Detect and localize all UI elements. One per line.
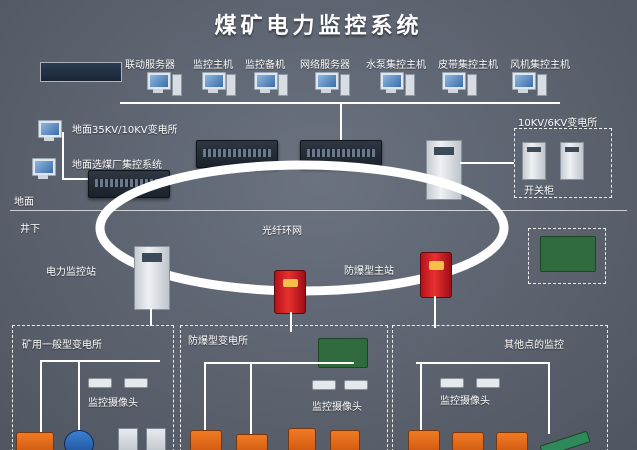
orange-equipment: [496, 432, 528, 450]
label-general-substation: 矿用一般型变电所: [22, 340, 102, 351]
monitor-backup-tower: [278, 74, 288, 96]
fan-host-pc: [510, 72, 536, 94]
orange-equipment: [190, 430, 222, 450]
label-linkage-server: 联动服务器: [125, 60, 175, 71]
power-station-cabinet: [134, 246, 170, 310]
linkage-server-tower: [172, 74, 182, 96]
drop-line-general-left: [40, 360, 42, 432]
orange-equipment: [236, 434, 268, 450]
explosion-box-center: [274, 270, 306, 314]
pump-host-pc: [378, 72, 404, 94]
general-substation-frame: [12, 325, 174, 450]
label-switch-cabinet: 开关柜: [524, 186, 554, 197]
drop-line-other-left: [420, 362, 422, 430]
label-network-server: 网络服务器: [300, 60, 350, 71]
switch-cabinet-1: [522, 142, 546, 180]
drop-line-other-right: [548, 362, 550, 434]
label-fan-host: 风机集控主机: [510, 60, 570, 71]
pump-host-tower: [405, 74, 415, 96]
camera-icon: [312, 380, 336, 390]
label-substation-10kv: 10KV/6KV变电所: [518, 118, 598, 129]
video-wall: [40, 62, 122, 82]
camera-icon: [476, 378, 500, 388]
label-monitor-backup: 监控备机: [245, 60, 285, 71]
surface-substation-pc: [36, 120, 62, 142]
label-fiber-ring: 光纤环网: [262, 226, 302, 237]
ground-divider: [10, 210, 627, 211]
branch-line-explosion: [204, 362, 354, 364]
explosion-box-main: [420, 252, 452, 298]
motor-equipment: [64, 430, 94, 450]
branch-line-general: [40, 360, 160, 362]
label-camera-3: 监控摄像头: [440, 396, 490, 407]
network-server-tower: [340, 74, 350, 96]
coal-prep-pc: [30, 158, 56, 180]
fan-host-tower: [537, 74, 547, 96]
drop-line-general-right: [78, 360, 80, 430]
grey-switchbox: [118, 428, 138, 450]
board-frame: [528, 228, 606, 284]
label-other-points: 其他点的监控: [504, 340, 564, 351]
circuit-board: [540, 236, 596, 272]
orange-equipment: [452, 432, 484, 450]
other-points-frame: [392, 325, 608, 450]
right-link: [460, 162, 514, 164]
drop-line-power: [150, 308, 152, 326]
diagram-title: 煤矿电力监控系统: [214, 14, 423, 39]
grey-switchbox: [146, 428, 166, 450]
orange-equipment: [16, 432, 54, 450]
monitor-host-tower: [226, 74, 236, 96]
drop-line-explosion-left: [204, 362, 206, 430]
drop-line-explosion-mid: [250, 362, 252, 434]
camera-icon: [344, 380, 368, 390]
left-link-1: [62, 132, 64, 180]
camera-icon: [124, 378, 148, 388]
explosion-substation-frame: [180, 325, 388, 450]
network-server-pc: [313, 72, 339, 94]
top-bus-drop: [340, 102, 342, 146]
switch-cabinet-frame: [514, 128, 612, 198]
switch-cabinet-2: [560, 142, 584, 180]
monitor-backup-pc: [252, 72, 278, 94]
label-explosion-substation: 防爆型变电所: [188, 336, 248, 347]
orange-equipment: [288, 428, 316, 450]
label-coal-prep: 地面选煤厂集控系统: [72, 160, 162, 171]
label-ground: 地面: [14, 197, 34, 208]
label-explosion-station: 防爆型主站: [344, 266, 394, 277]
belt-host-tower: [467, 74, 477, 96]
orange-equipment: [408, 430, 440, 450]
monitor-host-pc: [200, 72, 226, 94]
label-underground: 井下: [20, 224, 40, 235]
drop-line-explosion-main: [434, 296, 436, 328]
belt-host-pc: [440, 72, 466, 94]
label-pump-host: 水泵集控主机: [366, 60, 426, 71]
label-camera-2: 监控摄像头: [312, 402, 362, 413]
label-monitor-host: 监控主机: [193, 60, 233, 71]
linkage-server-pc: [145, 72, 171, 94]
label-surface-substation: 地面35KV/10KV变电所: [72, 125, 178, 136]
left-link-2: [62, 178, 90, 180]
camera-icon: [440, 378, 464, 388]
camera-icon: [88, 378, 112, 388]
orange-equipment: [330, 430, 360, 450]
branch-line-other: [416, 362, 550, 364]
label-camera-1: 监控摄像头: [88, 398, 138, 409]
label-power-station: 电力监控站: [46, 267, 96, 278]
label-belt-host: 皮带集控主机: [438, 60, 498, 71]
drop-line-explosion-center: [290, 312, 292, 332]
